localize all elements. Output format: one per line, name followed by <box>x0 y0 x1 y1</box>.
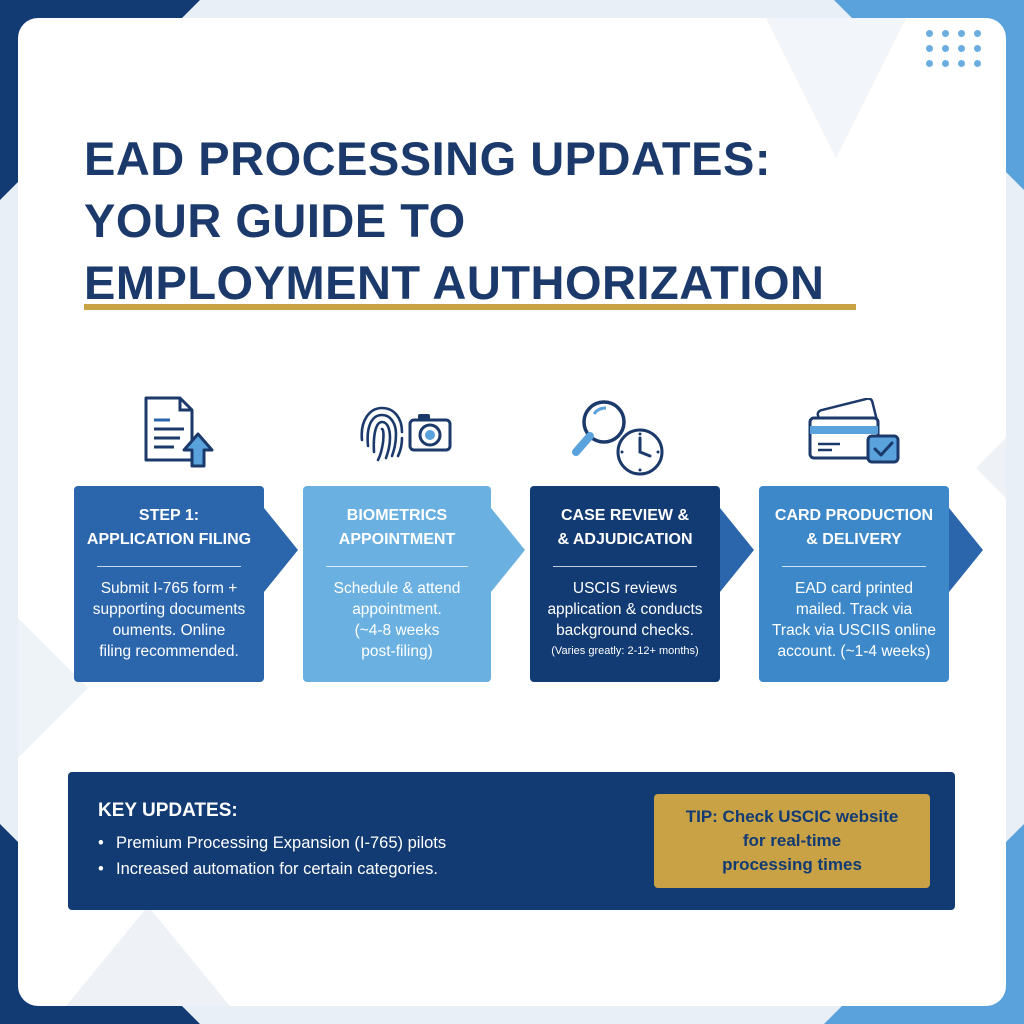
list-item: • Premium Processing Expansion (I-765) pi… <box>98 830 446 856</box>
title-line: YOUR GUIDE TO <box>84 194 466 247</box>
step-title-line: BIOMETRICS <box>346 507 448 524</box>
tip-line: processing times <box>722 855 862 874</box>
step-description: Schedule & attend appointment. (~4-8 wee… <box>309 578 485 662</box>
page-title: EAD PROCESSING UPDATES: YOUR GUIDE TO EM… <box>84 128 934 314</box>
step-biometrics-appointment: BIOMETRICS APPOINTMENT Schedule & attend… <box>303 486 525 682</box>
step-application-filing: STEP 1: APPLICATION FILING Submit I-765 … <box>74 486 298 682</box>
step-title-line: APPOINTMENT <box>338 531 456 548</box>
key-updates-panel: KEY UPDATES: • Premium Processing Expansi… <box>68 772 955 910</box>
title-underline <box>84 304 856 310</box>
dot-grid-decoration <box>926 30 982 67</box>
step-desc-line: Submit I-765 form + <box>100 580 238 597</box>
step-title-line: CASE REVIEW & <box>560 507 689 524</box>
step-desc-line: appointment. <box>352 601 442 618</box>
step-title-line: & ADJUDICATION <box>557 531 693 548</box>
step-desc-line: supporting documents <box>92 601 246 618</box>
step-desc-line: ouments. Online <box>112 622 226 639</box>
step-card: CASE REVIEW & & ADJUDICATION USCIS revie… <box>530 486 720 682</box>
tip-line: for real-time <box>742 831 842 850</box>
step-arrow <box>720 508 754 592</box>
key-updates-list: • Premium Processing Expansion (I-765) pi… <box>98 830 446 882</box>
step-card: STEP 1: APPLICATION FILING Submit I-765 … <box>74 486 264 682</box>
background-shape <box>58 906 238 1006</box>
step-card: CARD PRODUCTION & DELIVERY EAD card prin… <box>759 486 949 682</box>
fingerprint-camera-icon <box>360 406 452 462</box>
step-divider <box>96 566 242 567</box>
step-description: EAD card printed mailed. Track via Track… <box>765 578 943 662</box>
step-title-line: CARD PRODUCTION <box>774 507 934 524</box>
step-desc-note: (Varies greatly: 2-12+ months) <box>551 645 699 657</box>
step-title: CASE REVIEW & & ADJUDICATION <box>530 504 720 552</box>
step-desc-line: EAD card printed <box>794 580 914 597</box>
background-shape <box>766 18 906 158</box>
step-title: BIOMETRICS APPOINTMENT <box>303 504 491 552</box>
step-arrow <box>491 508 525 592</box>
step-desc-line: account. (~1-4 weeks) <box>777 643 931 660</box>
step-title-line: STEP 1: <box>138 507 200 524</box>
infographic-card: EAD PROCESSING UPDATES: YOUR GUIDE TO EM… <box>18 18 1006 1006</box>
step-desc-line: Schedule & attend <box>333 580 461 597</box>
step-divider <box>781 566 927 567</box>
step-description: USCIS reviews application & conducts bac… <box>536 578 714 662</box>
step-title: STEP 1: APPLICATION FILING <box>74 504 264 552</box>
step-title: CARD PRODUCTION & DELIVERY <box>759 504 949 552</box>
tip-box: TIP: Check USCIC website for real-time p… <box>654 794 930 888</box>
step-arrow <box>264 508 298 592</box>
tip-line: TIP: Check USCIC website <box>685 807 899 826</box>
step-card: BIOMETRICS APPOINTMENT Schedule & attend… <box>303 486 491 682</box>
magnifier-clock-icon <box>572 400 664 476</box>
list-item: • Increased automation for certain catego… <box>98 856 446 882</box>
step-arrow <box>949 508 983 592</box>
title-line: EAD PROCESSING UPDATES: <box>84 132 771 185</box>
step-divider <box>325 566 469 567</box>
step-desc-line: post-filing) <box>361 643 433 660</box>
title-line: EMPLOYMENT AUTHORIZATION <box>84 256 825 309</box>
step-desc-line: (~4-8 weeks <box>354 622 440 639</box>
key-updates-title: KEY UPDATES: <box>98 800 238 821</box>
card-check-icon <box>808 398 900 464</box>
step-title-line: & DELIVERY <box>806 531 902 548</box>
step-desc-line: background checks. <box>556 622 694 639</box>
bullet: • <box>98 860 104 878</box>
step-desc-line: filing recommended. <box>99 643 239 660</box>
step-case-review: CASE REVIEW & & ADJUDICATION USCIS revie… <box>530 486 754 682</box>
step-desc-line: mailed. Track via <box>795 601 913 618</box>
step-desc-line: USCIS reviews <box>572 580 678 597</box>
step-title-line: APPLICATION FILING <box>86 531 252 548</box>
step-description: Submit I-765 form + supporting documents… <box>80 578 258 662</box>
bullet: • <box>98 834 104 852</box>
document-upload-icon <box>144 396 214 468</box>
step-desc-line: Track via USCIIS online <box>772 622 936 639</box>
list-item-text: Premium Processing Expansion (I-765) pil… <box>116 834 447 852</box>
step-desc-line: application & conducts <box>547 601 703 618</box>
step-card-production: CARD PRODUCTION & DELIVERY EAD card prin… <box>759 486 983 682</box>
list-item-text: Increased automation for certain categor… <box>116 860 438 878</box>
step-divider <box>552 566 698 567</box>
